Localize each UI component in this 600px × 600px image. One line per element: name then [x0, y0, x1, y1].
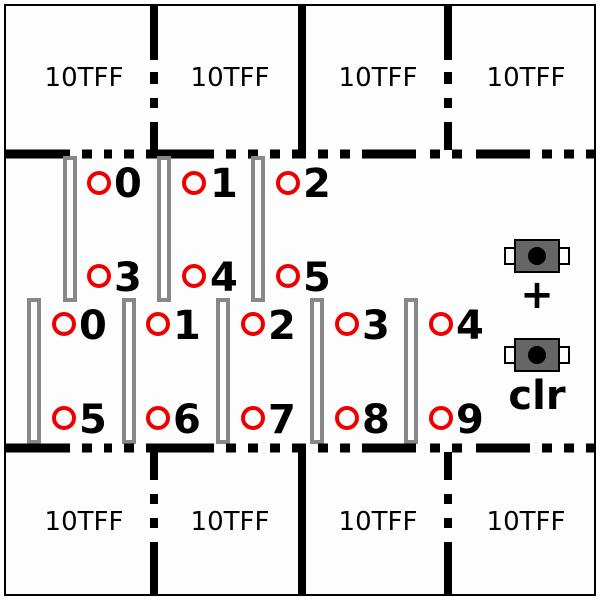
top-ff-label-1: 10TFF — [45, 63, 124, 93]
clear-button-label: clr — [508, 373, 565, 419]
lower-digit-9: 9 — [456, 397, 484, 443]
lower-digit-0: 0 — [79, 303, 107, 349]
lower-pin-4[interactable] — [429, 312, 453, 336]
plus-button-knob — [528, 247, 546, 265]
lower-pin-9[interactable] — [429, 406, 453, 430]
lower-digit-8: 8 — [362, 397, 390, 443]
lower-pin-2[interactable] — [241, 312, 265, 336]
lower-group-bars — [27, 298, 418, 444]
bottom-ff-label-3: 10TFF — [339, 507, 418, 537]
lower-digit-7: 7 — [268, 397, 296, 443]
lower-digit-3: 3 — [362, 303, 390, 349]
bottom-ff-modules: 10TFF 10TFF 10TFF 10TFF — [45, 452, 566, 594]
lower-digit-6: 6 — [173, 397, 201, 443]
clear-button-knob — [528, 346, 546, 364]
top-ff-label-4: 10TFF — [487, 63, 566, 93]
bottom-module-dividers — [150, 452, 452, 594]
lower-pin-8[interactable] — [335, 406, 359, 430]
top-ff-label-3: 10TFF — [339, 63, 418, 93]
lower-digit-2: 2 — [268, 303, 296, 349]
upper-pin-3[interactable] — [87, 264, 111, 288]
lower-bar-5 — [404, 298, 418, 444]
clear-button[interactable]: clr — [504, 338, 570, 419]
upper-pin-2[interactable] — [276, 171, 300, 195]
upper-bar-2 — [157, 156, 171, 302]
upper-group: 0 1 2 3 4 5 — [87, 161, 331, 301]
upper-digit-4: 4 — [210, 255, 238, 301]
lower-pin-5[interactable] — [52, 406, 76, 430]
upper-pin-5[interactable] — [276, 264, 300, 288]
upper-digit-2: 2 — [303, 161, 331, 207]
upper-digit-5: 5 — [303, 255, 331, 301]
upper-pin-0[interactable] — [87, 171, 111, 195]
lower-pin-0[interactable] — [52, 312, 76, 336]
upper-bar-1 — [63, 156, 77, 302]
upper-digit-1: 1 — [210, 161, 238, 207]
top-ff-label-2: 10TFF — [191, 63, 270, 93]
lower-pin-1[interactable] — [146, 312, 170, 336]
lower-pin-7[interactable] — [241, 406, 265, 430]
upper-bar-3 — [251, 156, 265, 302]
lower-bar-4 — [310, 298, 324, 444]
lower-digit-5: 5 — [79, 397, 107, 443]
plus-button[interactable]: + — [504, 239, 570, 318]
plus-button-label: + — [520, 272, 554, 318]
top-ff-modules: 10TFF 10TFF 10TFF 10TFF — [45, 6, 566, 150]
lower-bar-2 — [122, 298, 136, 444]
lower-group: 0 1 2 3 4 5 6 7 8 9 — [52, 303, 484, 443]
lower-digit-1: 1 — [173, 303, 201, 349]
lower-bar-3 — [216, 298, 230, 444]
upper-pin-1[interactable] — [182, 171, 206, 195]
upper-pin-4[interactable] — [182, 264, 206, 288]
upper-digit-0: 0 — [114, 161, 142, 207]
bottom-ff-label-2: 10TFF — [191, 507, 270, 537]
upper-group-bars — [63, 156, 265, 302]
lower-digit-4: 4 — [456, 303, 484, 349]
bottom-ff-label-1: 10TFF — [45, 507, 124, 537]
lower-bar-1 — [27, 298, 41, 444]
lower-pin-6[interactable] — [146, 406, 170, 430]
top-module-dividers — [150, 6, 452, 150]
lower-pin-3[interactable] — [335, 312, 359, 336]
bottom-ff-label-4: 10TFF — [487, 507, 566, 537]
upper-digit-3: 3 — [114, 255, 142, 301]
